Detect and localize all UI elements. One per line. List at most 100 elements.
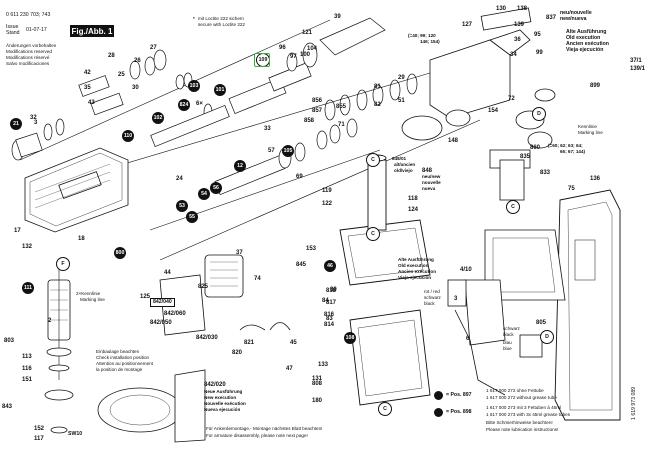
part-71: 71	[338, 122, 345, 128]
callout-c-4: C	[378, 402, 392, 416]
part-34: 34	[510, 52, 517, 58]
callout-c-3: C	[366, 227, 380, 241]
part-17: 17	[14, 228, 21, 234]
part-44: 44	[164, 270, 171, 276]
label-6x: 6×	[196, 101, 203, 107]
part-833: 833	[540, 170, 551, 176]
callout-56: 56	[210, 182, 222, 194]
grease-898-1: 1 617 000 273 mit 3 Fettuben à 45ml	[486, 405, 562, 410]
part-133: 133	[318, 362, 329, 368]
part-18: 18	[78, 236, 85, 242]
callout-f: F	[56, 257, 70, 271]
part-80: 80	[330, 287, 337, 293]
part-74: 74	[254, 276, 261, 282]
part-32: 32	[30, 115, 37, 121]
part-27: 27	[150, 45, 157, 51]
figure-tag: Fig./Abb. 1	[70, 25, 114, 37]
callout-109-highlight	[254, 53, 270, 67]
callout-12: 12	[234, 160, 246, 172]
callout-110: 110	[122, 130, 134, 142]
asterisk-mark: *	[193, 16, 195, 21]
callout-111: 111	[22, 282, 34, 294]
stand-label: Stand	[6, 30, 20, 36]
handle-assembly	[464, 229, 566, 346]
part-82: 82	[374, 102, 381, 108]
bottom-note-1: Für Ankerdemontage,- Montage nächstes Bl…	[206, 426, 323, 431]
change-line-4: Salvo modificaciones	[6, 61, 50, 66]
part-127: 127	[462, 22, 473, 28]
issue-label: Issue	[6, 24, 19, 30]
install-note-4: la position de montage	[96, 367, 143, 372]
part-113: 113	[22, 354, 32, 360]
grease-dot-897	[434, 391, 443, 400]
part-118: 118	[408, 196, 418, 202]
part-808: 808	[312, 381, 323, 387]
alt-mid-1: Alte Ausführung	[398, 257, 434, 262]
part-81: 81	[374, 84, 381, 90]
part-180: 180	[312, 398, 323, 404]
grease-pos-898: = Pos. 898	[446, 409, 472, 415]
loctite-note-2: secure with Loctite 222	[198, 22, 245, 27]
install-note-3: Attention au positionnement	[96, 361, 153, 366]
stator	[159, 254, 244, 336]
neu-848-c: nouvelle	[422, 180, 441, 185]
part-153: 153	[306, 246, 317, 252]
part-121: 121	[302, 30, 313, 36]
old-exec-1: Alte Ausführung	[566, 29, 607, 35]
part-837: 837	[546, 15, 557, 21]
part-842-060: 842/060	[164, 311, 186, 317]
change-line-3: Modifications réservé	[6, 55, 50, 60]
part-899: 899	[590, 83, 601, 89]
callout-c-2: C	[506, 200, 520, 214]
neu-bottom-3: Nouvelle exécution	[204, 401, 246, 406]
part-816: 816	[324, 312, 335, 318]
part-2: 2	[48, 318, 52, 324]
callout-54: 54	[198, 188, 210, 200]
part-139: 139	[514, 22, 525, 28]
callout-101: 101	[214, 84, 226, 96]
part-842-050: 842/050	[150, 320, 172, 326]
rot-red: rot / red	[424, 289, 440, 294]
grease-898-3: Bitte Schmierhinweise beachten!	[486, 420, 553, 425]
part-100: 100	[300, 52, 311, 58]
part-45: 45	[290, 340, 297, 346]
part-57: 57	[268, 148, 275, 154]
marking-right-1: Kennlinie	[578, 124, 597, 129]
black: black	[424, 301, 435, 306]
part-24: 24	[176, 176, 183, 182]
part-139-1: 139/1	[630, 66, 646, 72]
part-26: 26	[134, 58, 141, 64]
axis-line-gear	[159, 119, 481, 261]
part-817: 817	[326, 300, 337, 306]
ref-4-10: 4/10	[460, 267, 472, 273]
alt-mid-2: Old execution	[398, 263, 429, 268]
install-note-2: Check installation position	[96, 355, 150, 360]
cable-blue: blue	[503, 346, 512, 351]
part-96: 96	[279, 45, 286, 51]
part-43: 43	[88, 100, 95, 106]
grease-898-4: Please note lubrication instructions!	[486, 427, 559, 432]
label-sw10: SW10	[68, 431, 83, 437]
part-154: 154	[488, 108, 499, 114]
part-835: 835	[520, 154, 531, 160]
cable-blau: blau	[503, 340, 512, 345]
multi-ref-right-2: 65; 67; 144)	[560, 149, 586, 154]
cable-schwarz: schwarz	[503, 326, 520, 331]
part-84: 84	[322, 298, 329, 304]
callout-53: 53	[176, 200, 188, 212]
cable-black: black	[503, 332, 514, 337]
part-821: 821	[244, 340, 255, 346]
part-136: 136	[590, 176, 601, 182]
alt-mid-3: Ancien exécution	[398, 269, 437, 274]
axis-line-top	[19, 19, 331, 161]
part-825: 825	[198, 284, 209, 290]
part-818: 818	[326, 288, 337, 294]
part-803: 803	[4, 338, 15, 344]
part-97: 97	[290, 54, 297, 60]
part-104: 104	[307, 46, 318, 52]
part-42: 42	[84, 70, 91, 76]
part-99: 99	[536, 50, 543, 56]
marking-right-2: Marking line	[578, 130, 603, 135]
marking-left-2: Marking line	[80, 297, 105, 302]
field-housing	[339, 154, 431, 406]
